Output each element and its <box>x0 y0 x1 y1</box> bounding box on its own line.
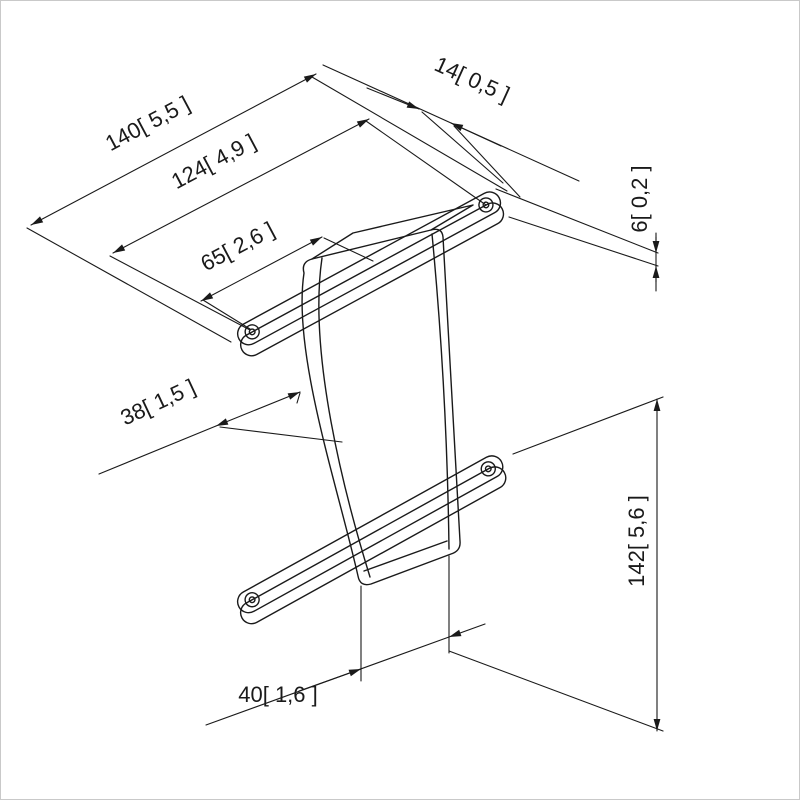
dimension-hole-distance: 124[ 4,9 ] <box>109 118 487 331</box>
dimension-label-124: 124[ 4,9 ] <box>167 129 260 194</box>
dimension-label-65: 65[ 2,6 ] <box>197 217 279 276</box>
extension-lines <box>109 120 487 331</box>
bottom-arm-left-hole <box>244 592 260 608</box>
dimension-label-38: 38[ 1,5 ] <box>117 374 200 430</box>
top-arm-left-hole <box>244 324 260 340</box>
extension-lines <box>495 188 659 267</box>
dimension-overall-height: 142[ 5,6 ] <box>448 396 664 732</box>
dimension-line <box>200 236 323 302</box>
extension-lines <box>360 555 450 682</box>
dimension-strap-width: 38[ 1,5 ] <box>98 374 343 475</box>
extension-lines <box>26 76 508 343</box>
dimension-hole-to-center: 65[ 2,6 ] <box>197 217 374 330</box>
dimension-arm-thickness: 6[ 0,2 ] <box>495 165 660 292</box>
arrow-line <box>298 668 362 692</box>
dimension-line <box>112 118 370 254</box>
extension-lines <box>421 111 521 198</box>
strap-bottom-fold-line <box>363 540 448 572</box>
strap <box>301 204 474 586</box>
strap-front-face <box>301 228 461 586</box>
extension-lines <box>448 396 664 732</box>
extension-lines <box>202 237 374 330</box>
top-arm-right-hole <box>478 197 494 213</box>
dimension-label-6: 6[ 0,2 ] <box>627 165 652 232</box>
arrow-line <box>366 87 420 110</box>
dimension-line <box>215 391 301 427</box>
arrow-line <box>450 122 502 147</box>
top-arm-depth <box>239 202 505 357</box>
dimension-label-142: 142[ 5,6 ] <box>624 495 649 587</box>
bottom-arm <box>236 455 504 614</box>
top-arm <box>236 191 502 346</box>
dimension-strap-depth: 40[ 1,6 ] <box>205 555 486 726</box>
tail-line <box>98 425 217 475</box>
strap-right-fold-line <box>431 233 450 550</box>
dimension-annotations: 140[ 5,5 ] 124[ 4,9 ] 65[ 2,6 ] 14[ 0,5 … <box>26 51 664 732</box>
dimension-label-40: 40[ 1,6 ] <box>238 682 318 707</box>
dimension-label-14: 14[ 0,5 ] <box>431 51 514 107</box>
bracket-drawing <box>236 191 507 625</box>
dimension-arm-length: 140[ 5,5 ] <box>26 73 508 343</box>
dimension-arm-width: 14[ 0,5 ] <box>322 51 580 198</box>
strap-left-fold-line <box>318 257 371 578</box>
bottom-arm-depth <box>239 466 507 625</box>
arrow-line <box>448 623 486 638</box>
bottom-arm-right-hole <box>480 461 496 477</box>
